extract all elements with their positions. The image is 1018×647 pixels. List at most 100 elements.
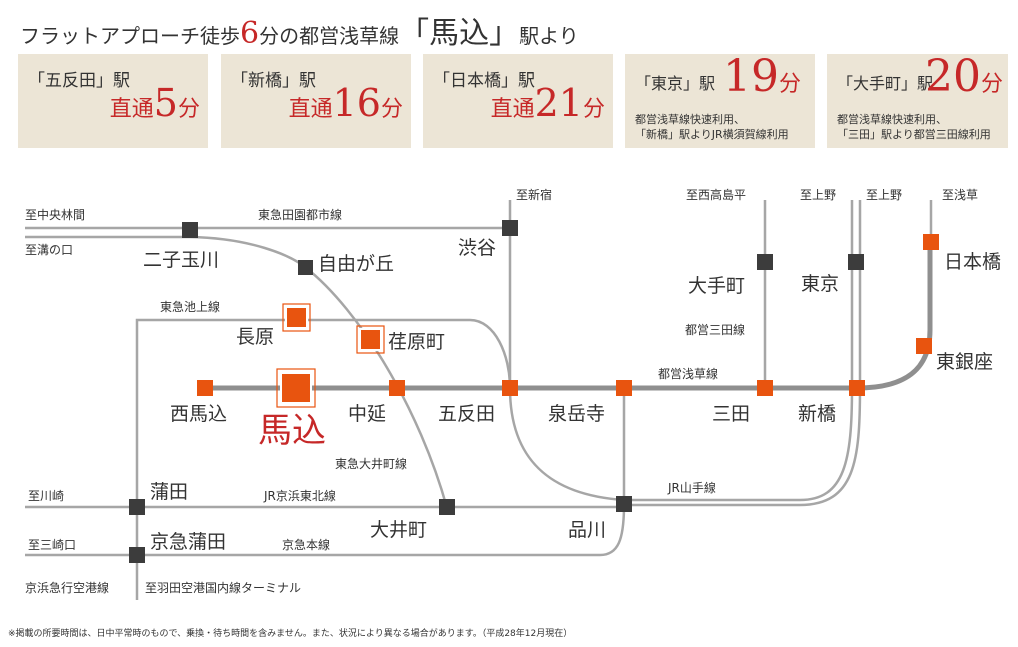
label-keikyukamata: 京急蒲田: [150, 531, 226, 553]
card-note-line: 「新橋」駅よりJR横須賀線利用: [635, 128, 789, 141]
line-yamanote-outer: [624, 387, 862, 507]
node-otemachi: [757, 254, 773, 270]
card-time-unit: 分: [380, 97, 403, 122]
card-nihonbashi: 「日本橋」駅 直通21分: [423, 54, 613, 148]
label-nihonbashi: 日本橋: [944, 251, 1001, 273]
card-time-label: 直通: [490, 97, 535, 122]
label-higashiginza: 東銀座: [936, 351, 993, 373]
node-nagahara: [285, 306, 308, 329]
label-line-keikyu: 京急本線: [282, 537, 330, 552]
label-shinagawa: 品川: [568, 519, 606, 541]
label-dest-kawasaki: 至川崎: [28, 489, 64, 503]
line-keikyu: [25, 504, 626, 557]
node-higashiginza: [916, 338, 932, 354]
card-note: 都営浅草線快速利用、「三田」駅より都営三田線利用: [837, 112, 991, 142]
card-note: 都営浅草線快速利用、「新橋」駅よりJR横須賀線利用: [635, 112, 789, 142]
headline-middle: 分の都営浅草線: [259, 24, 400, 48]
headline-station: 「馬込」: [399, 16, 520, 51]
label-haneda: 至羽田空港国内線ターミナル: [145, 580, 301, 595]
label-line-yamanote: JR山手線: [667, 480, 716, 495]
label-shinbashi: 新橋: [798, 403, 836, 425]
label-jiyugaoka: 自由が丘: [318, 253, 394, 275]
label-line-airport: 京浜急行空港線: [25, 580, 109, 595]
label-gotanda: 五反田: [438, 403, 495, 425]
card-time-unit: 分: [582, 97, 605, 122]
label-line-ikegami: 東急池上線: [160, 299, 220, 314]
label-line-keihintohoku: JR京浜東北線: [263, 488, 336, 503]
label-magome: 馬込: [258, 411, 326, 451]
node-mita: [757, 380, 773, 396]
label-kamata: 蒲田: [150, 481, 188, 503]
label-dest-misakiguchi: 至三崎口: [28, 538, 76, 552]
node-gotanda: [502, 380, 518, 396]
label-line-denentoshi: 東急田園都市線: [258, 207, 342, 222]
node-futako: [182, 222, 198, 238]
card-station: 「東京」駅: [635, 74, 716, 93]
card-station: 「新橋」駅: [231, 71, 316, 91]
headline-prefix: フラットアプローチ徒歩: [20, 24, 240, 48]
node-nakanobu: [389, 380, 405, 396]
node-kamata: [129, 499, 145, 515]
node-ebara: [359, 328, 382, 351]
label-mita: 三田: [712, 403, 750, 425]
card-time-unit: 分: [779, 72, 802, 97]
label-tokyo: 東京: [801, 273, 839, 295]
node-magome-ring: [276, 368, 316, 408]
label-line-oimachi: 東急大井町線: [335, 456, 407, 471]
card-time: 直通5分: [110, 84, 200, 123]
label-shibuya: 渋谷: [458, 237, 496, 259]
headline-suffix: 駅より: [519, 24, 579, 48]
footnote: ※掲載の所要時間は、日中平常時のもので、乗換・待ち時間を含みません。また、状況に…: [8, 629, 573, 639]
headline-minutes: 6: [240, 16, 260, 51]
label-line-asakusa: 都営浅草線: [658, 366, 718, 381]
card-time-unit: 分: [981, 72, 1004, 97]
node-shinagawa: [616, 496, 632, 512]
card-time: 20分: [925, 55, 1004, 99]
card-tokyo: 「東京」駅 19分 都営浅草線快速利用、「新橋」駅よりJR横須賀線利用: [625, 54, 815, 148]
label-dest-chuorinkan: 至中央林間: [25, 207, 85, 222]
card-time: 19分: [723, 55, 802, 99]
label-otemachi: 大手町: [688, 275, 745, 297]
node-magome: [280, 372, 312, 404]
label-nagahara: 長原: [236, 326, 274, 348]
line-toyoko: [189, 235, 449, 509]
card-station: 「日本橋」駅: [433, 71, 535, 91]
line-ikegami: [135, 318, 512, 550]
node-keikyukamata: [129, 547, 145, 563]
node-jiyugaoka: [298, 260, 313, 275]
node-tokyo: [848, 254, 864, 270]
card-otemachi: 「大手町」駅 20分 都営浅草線快速利用、「三田」駅より都営三田線利用: [827, 54, 1008, 148]
label-oimachi: 大井町: [370, 519, 427, 541]
card-time: 直通16分: [289, 84, 403, 123]
label-nakanobu: 中延: [348, 403, 386, 425]
card-station: 「五反田」駅: [28, 71, 130, 91]
label-ebara: 荏原町: [388, 331, 445, 353]
card-station: 「大手町」駅: [837, 74, 934, 93]
node-nihonbashi: [923, 234, 939, 250]
node-oimachi: [439, 499, 455, 515]
card-time-num: 19: [723, 51, 779, 102]
label-nishimagome: 西馬込: [170, 403, 227, 425]
label-futako: 二子玉川: [143, 249, 219, 271]
card-note-line: 都営浅草線快速利用、: [837, 113, 947, 126]
card-time: 直通21分: [491, 84, 605, 123]
node-nishimagome: [197, 380, 213, 396]
label-sengakuji: 泉岳寺: [548, 403, 605, 425]
card-gotanda: 「五反田」駅 直通5分: [18, 54, 208, 148]
card-time-num: 16: [332, 81, 381, 125]
node-shinbashi: [849, 380, 865, 396]
card-time-num: 20: [925, 51, 981, 102]
label-line-mita: 都営三田線: [685, 322, 745, 337]
card-time-num: 5: [153, 81, 178, 125]
route-map: 二子玉川 自由が丘 渋谷 長原 荏原町 西馬込 中延 五反田 泉岳寺 三田 新橋…: [25, 187, 1001, 600]
card-time-unit: 分: [177, 97, 200, 122]
card-shinbashi: 「新橋」駅 直通16分: [221, 54, 411, 148]
card-note-line: 「三田」駅より都営三田線利用: [837, 128, 991, 141]
node-shibuya: [502, 220, 518, 236]
node-sengakuji: [616, 380, 632, 396]
label-dest-mizonokuchi: 至溝の口: [25, 243, 73, 257]
node-ebara-ring: [356, 325, 385, 354]
card-time-label: 直通: [109, 97, 154, 122]
card-time-label: 直通: [288, 97, 333, 122]
label-dest-shinjuku: 至新宿: [516, 187, 552, 202]
